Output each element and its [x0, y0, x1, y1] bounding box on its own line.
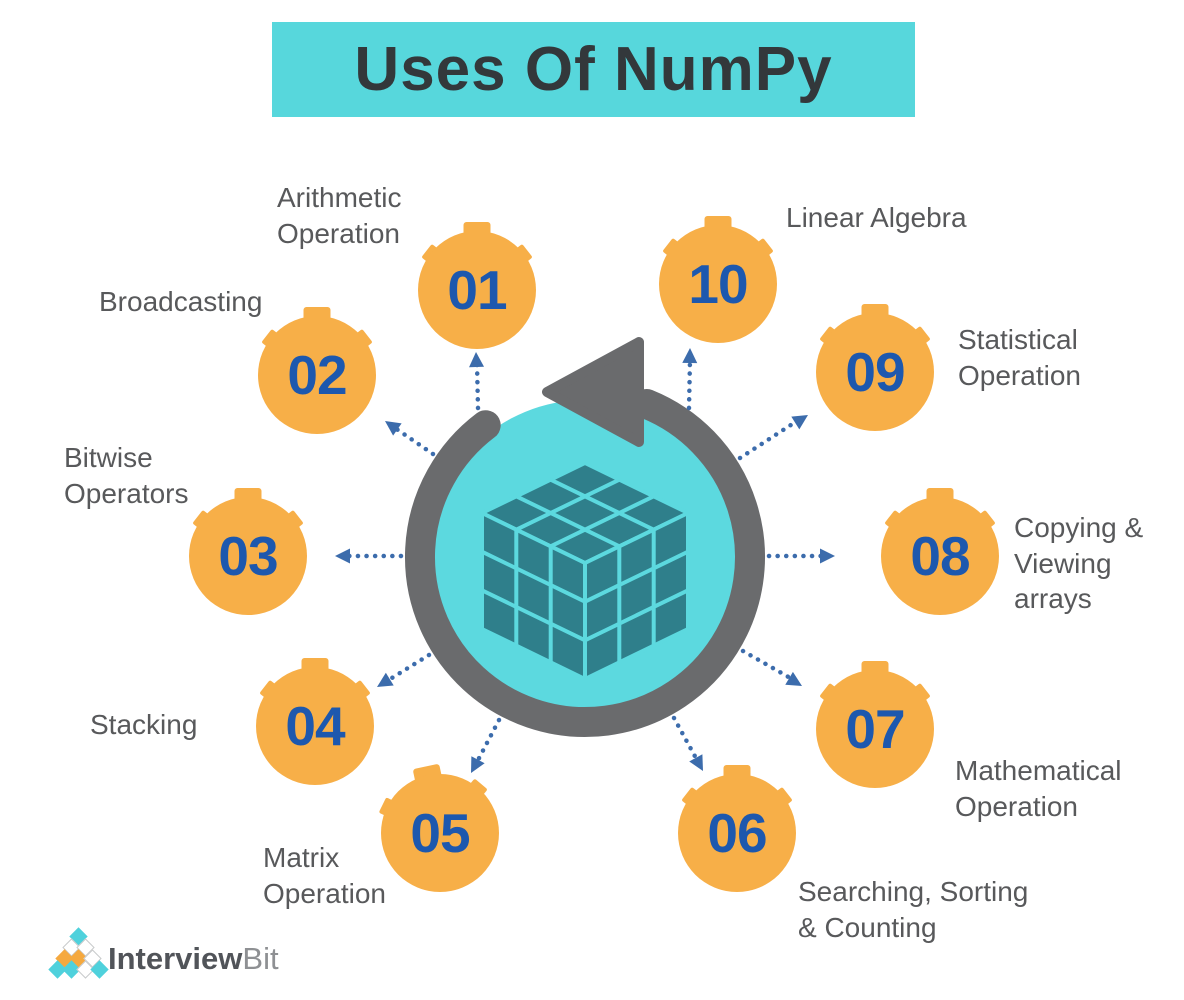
connector-arrow-01 — [469, 352, 485, 411]
brand-name-light: Bit — [242, 941, 279, 976]
connector-arrow-08 — [766, 548, 835, 564]
stopwatch-body — [816, 670, 934, 788]
stopwatch-marker-05: 05 — [378, 763, 502, 895]
item-label-08: Copying & Viewing arrays — [1014, 512, 1144, 615]
interviewbit-logo: InterviewBit — [42, 924, 342, 984]
item-label-07: Mathematical Operation — [955, 755, 1122, 822]
connector-arrowhead-icon — [689, 754, 703, 771]
connector-arrow-05 — [471, 717, 502, 773]
item-label-04: Stacking — [90, 709, 198, 740]
stopwatch-marker-08: 08 — [878, 488, 1002, 618]
item-number: 07 — [845, 698, 905, 760]
stopwatch-marker-04: 04 — [253, 658, 377, 788]
cycle-arrow-icon — [405, 389, 765, 737]
connector-arrow-04 — [377, 652, 432, 687]
connector-arrowhead-icon — [791, 415, 808, 430]
stopwatch-body — [381, 774, 499, 892]
connector-arrow-02 — [385, 421, 436, 457]
item-number: 02 — [287, 344, 347, 406]
brand-name-bold: Interview — [108, 941, 243, 976]
stopwatch-marker-01: 01 — [415, 222, 539, 352]
item-number: 09 — [845, 341, 905, 403]
cycle-arrowhead-icon — [542, 337, 644, 447]
stopwatch-body — [881, 497, 999, 615]
connector-arrow-10 — [682, 348, 698, 411]
connector-arrowhead-icon — [377, 672, 394, 687]
stopwatch-body — [678, 774, 796, 892]
stopwatch-marker-06: 06 — [675, 765, 799, 895]
item-number: 01 — [447, 259, 507, 321]
connector-arrowhead-icon — [682, 348, 698, 364]
connector-arrowhead-icon — [385, 421, 402, 436]
array-cube-icon — [480, 461, 690, 681]
title-banner: Uses Of NumPy — [272, 22, 915, 117]
brand-name: InterviewBit — [108, 941, 279, 977]
connector-arrowhead-icon — [471, 756, 485, 773]
item-number: 08 — [910, 525, 970, 587]
stopwatch-marker-03: 03 — [186, 488, 310, 618]
connector-arrow-09 — [737, 415, 808, 461]
stopwatch-body — [418, 231, 536, 349]
connector-arrow-07 — [740, 648, 802, 686]
connector-arrow-03 — [335, 548, 404, 564]
stopwatch-marker-10: 10 — [656, 216, 780, 346]
stopwatch-body — [258, 316, 376, 434]
item-number: 05 — [410, 802, 470, 864]
connector-arrowhead-icon — [820, 548, 835, 564]
item-number: 10 — [688, 253, 748, 315]
stopwatch-marker-07: 07 — [813, 661, 937, 791]
item-number: 03 — [218, 525, 278, 587]
stopwatch-body — [256, 667, 374, 785]
stopwatch-marker-02: 02 — [255, 307, 379, 437]
item-label-05: Matrix Operation — [263, 842, 386, 909]
item-label-10: Linear Algebra — [786, 202, 967, 233]
page-title: Uses Of NumPy — [354, 35, 833, 104]
item-label-06: Searching, Sorting & Counting — [798, 876, 1029, 943]
connector-arrowhead-icon — [785, 671, 802, 686]
connector-arrowhead-icon — [335, 548, 350, 564]
stopwatch-body — [189, 497, 307, 615]
connector-arrow-06 — [671, 715, 703, 771]
connector-arrows — [335, 348, 835, 773]
connector-arrowhead-icon — [469, 352, 485, 368]
item-number: 04 — [285, 695, 345, 757]
item-label-09: Statistical Operation — [958, 324, 1081, 391]
stopwatch-body — [659, 225, 777, 343]
item-number: 06 — [707, 802, 767, 864]
item-label-02: Broadcasting — [99, 286, 263, 317]
stopwatch-marker-09: 09 — [813, 304, 937, 434]
item-label-01: Arithmetic Operation — [277, 182, 402, 249]
item-label-03: Bitwise Operators — [64, 442, 189, 509]
stopwatch-body — [816, 313, 934, 431]
